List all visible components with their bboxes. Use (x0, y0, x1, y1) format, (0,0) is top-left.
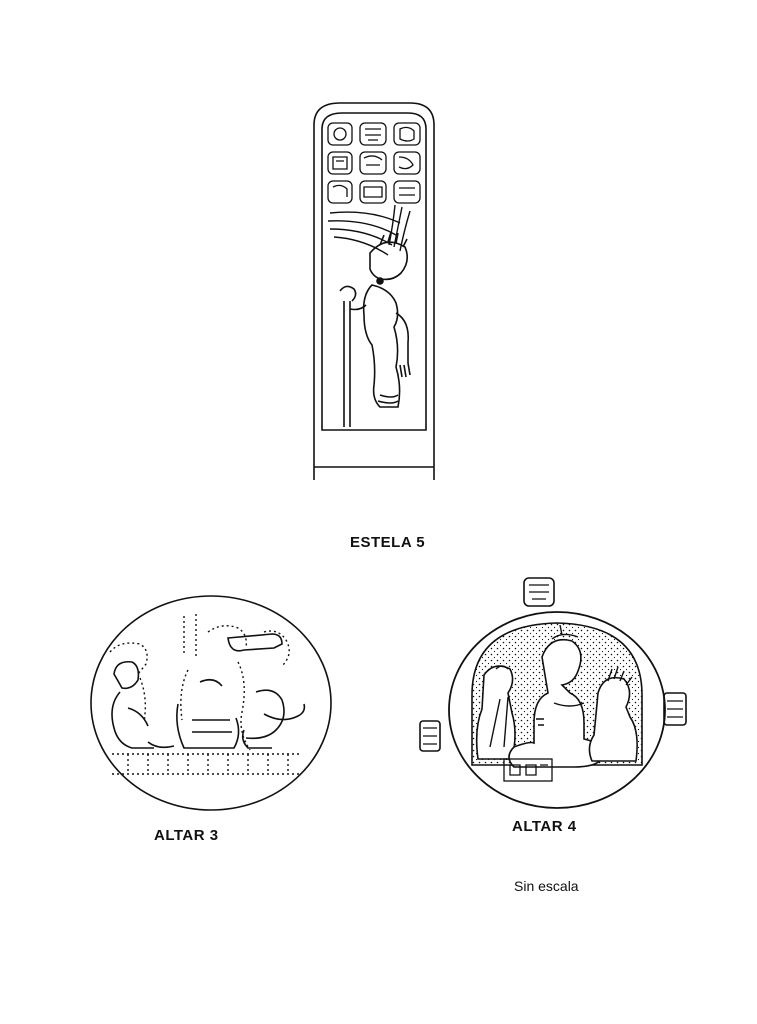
altar-3-caption: ALTAR 3 (154, 827, 219, 844)
stela-5-caption: ESTELA 5 (350, 534, 426, 551)
stela-5-drawing (313, 102, 435, 480)
altar-4-caption: ALTAR 4 (512, 818, 577, 835)
altar-3-drawing (90, 595, 332, 811)
scale-note: Sin escala (514, 878, 579, 894)
altar-4-drawing (419, 577, 687, 809)
